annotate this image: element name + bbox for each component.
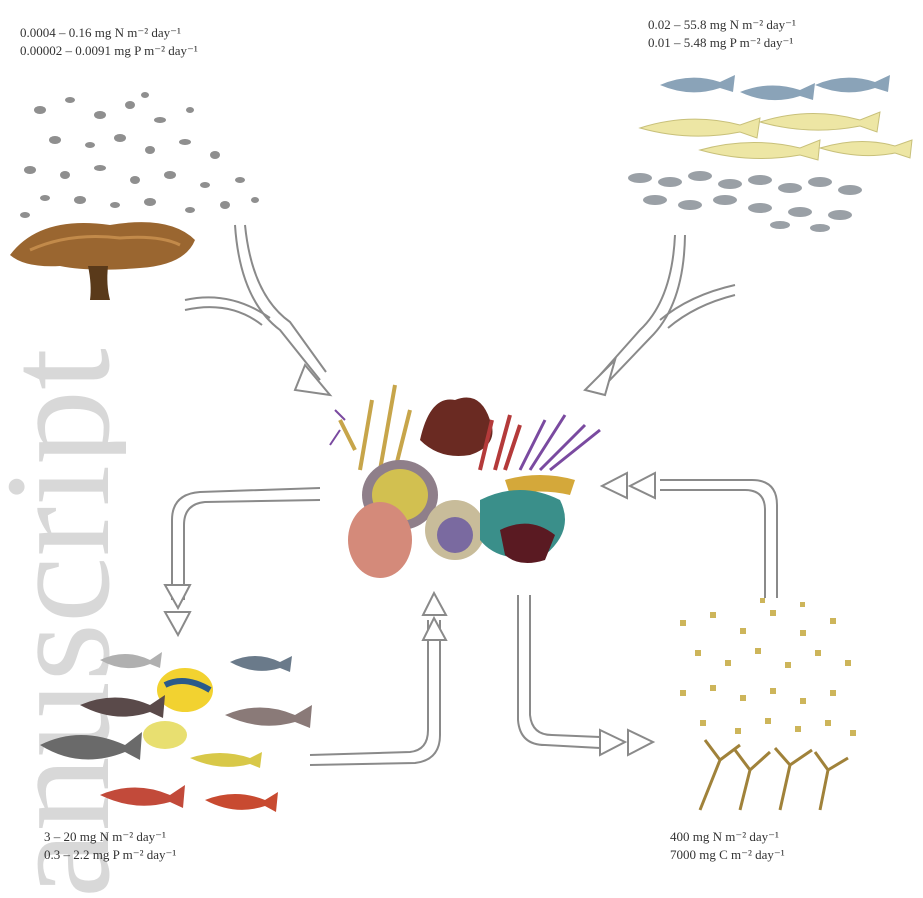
- plankton-particles-cluster: [20, 92, 259, 218]
- arrow-fish-to-reef: [310, 620, 428, 755]
- flux-arrows: [165, 225, 777, 765]
- flux-label-bottom-left: 3 – 20 mg N m⁻² day⁻¹ 0.3 – 2.2 mg P m⁻²…: [44, 828, 176, 864]
- bottom-left-phosphorus-flux: 0.3 – 2.2 mg P m⁻² day⁻¹: [44, 846, 176, 864]
- top-right-nitrogen-flux: 0.02 – 55.8 mg N m⁻² day⁻¹: [648, 16, 796, 34]
- bottom-left-nitrogen-flux: 3 – 20 mg N m⁻² day⁻¹: [44, 828, 176, 846]
- reef-fish-assemblage: [40, 652, 312, 812]
- bottom-right-carbon-flux: 7000 mg C m⁻² day⁻¹: [670, 846, 785, 864]
- top-left-nitrogen-flux: 0.0004 – 0.16 mg N m⁻² day⁻¹: [20, 24, 198, 42]
- flux-label-top-right: 0.02 – 55.8 mg N m⁻² day⁻¹ 0.01 – 5.48 m…: [648, 16, 796, 52]
- bottom-right-nitrogen-flux: 400 mg N m⁻² day⁻¹: [670, 828, 785, 846]
- plate-coral: [10, 222, 195, 300]
- arrow-pelagic-to-reef: [600, 235, 675, 375]
- flux-label-top-left: 0.0004 – 0.16 mg N m⁻² day⁻¹ 0.00002 – 0…: [20, 24, 198, 60]
- top-right-phosphorus-flux: 0.01 – 5.48 mg P m⁻² day⁻¹: [648, 34, 796, 52]
- central-coral-reef: [330, 385, 600, 578]
- branching-coral: [700, 740, 848, 810]
- detritus-particles-cluster: [680, 598, 856, 736]
- pelagic-fish-school: [628, 75, 912, 232]
- arrow-detritus-to-reef: [660, 490, 765, 598]
- flux-label-bottom-right: 400 mg N m⁻² day⁻¹ 7000 mg C m⁻² day⁻¹: [670, 828, 785, 864]
- top-left-phosphorus-flux: 0.00002 – 0.0091 mg P m⁻² day⁻¹: [20, 42, 198, 60]
